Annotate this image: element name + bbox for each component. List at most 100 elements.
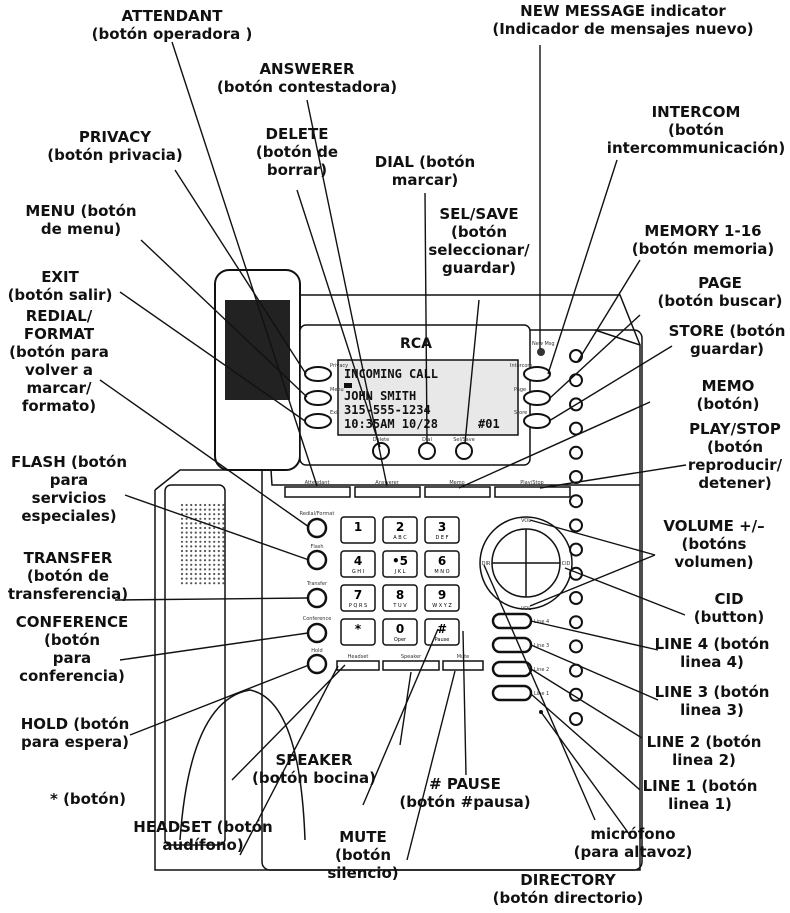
callout-hold-desc: para espera)	[21, 733, 129, 751]
grille-dot	[190, 568, 193, 571]
hold-button[interactable]	[306, 653, 328, 675]
keypad-key[interactable]: 9W X Y Z	[424, 584, 460, 612]
new-msg-label: New Msg	[532, 341, 555, 347]
attendant-button[interactable]	[284, 486, 351, 498]
navigation-dial[interactable]	[479, 516, 573, 610]
keypad-key[interactable]: 7P Q R S	[340, 584, 376, 612]
keypad-key[interactable]: 2A B C	[382, 516, 418, 544]
memory-button[interactable]	[569, 445, 583, 460]
keypad-key-frame	[382, 550, 418, 578]
line1-button[interactable]	[491, 684, 533, 702]
memory-button[interactable]	[569, 349, 583, 363]
keypad-key[interactable]: 1	[340, 516, 376, 544]
grille-dot	[203, 517, 207, 520]
grille-dot	[190, 549, 193, 553]
menu-button[interactable]	[304, 390, 332, 406]
grille-dot	[194, 531, 197, 534]
grille-dot	[185, 503, 188, 507]
keypad-key-frame	[340, 550, 376, 578]
keypad-key[interactable]: 8T U V	[382, 584, 418, 612]
memory-button[interactable]	[569, 615, 583, 630]
grille-dot	[199, 536, 202, 539]
keypad-key[interactable]: *	[340, 618, 376, 646]
grille-dot	[180, 536, 184, 539]
sel-save-button[interactable]	[455, 442, 473, 460]
keypad-digit: 9	[438, 588, 446, 602]
memory-button[interactable]	[569, 494, 583, 509]
grille-dot	[203, 577, 207, 580]
line3-button[interactable]	[491, 636, 533, 654]
keypad-key[interactable]: #Pause	[424, 618, 460, 646]
memory-button[interactable]	[569, 712, 583, 726]
grille-dot	[213, 503, 216, 507]
keypad-key[interactable]: 6M N O	[424, 550, 460, 578]
store-button[interactable]	[523, 413, 551, 429]
memory-button[interactable]	[569, 518, 583, 533]
grille-dot	[185, 582, 188, 585]
grille-dot	[222, 503, 225, 507]
memory-buttons	[569, 349, 583, 726]
grille-dot	[213, 572, 216, 576]
intercom-button[interactable]	[523, 366, 551, 382]
line2-button[interactable]	[491, 660, 533, 678]
keypad-key-frame	[382, 618, 418, 646]
grille-dot	[213, 513, 216, 516]
grille-dot	[213, 526, 216, 530]
transfer-button[interactable]	[306, 587, 328, 609]
lcd-indicator	[344, 383, 352, 388]
callout-lines	[99, 41, 687, 861]
grille-dot	[194, 577, 197, 580]
exit-button[interactable]	[304, 413, 332, 429]
answerer-button[interactable]	[354, 486, 421, 498]
headset-button[interactable]	[336, 660, 380, 671]
keypad-key[interactable]: 3D E F	[424, 516, 460, 544]
grille-dot	[194, 559, 197, 562]
speaker-button[interactable]	[382, 660, 440, 671]
memory-button[interactable]	[569, 542, 583, 557]
callout-speaker-desc: (botón bocina)	[251, 769, 377, 787]
grille-dot	[217, 568, 220, 571]
callout-new-message-desc: (Indicador de mensajes nuevo)	[492, 20, 754, 38]
grille-dot	[213, 568, 216, 571]
memory-button[interactable]	[569, 687, 583, 702]
grille-dot	[203, 508, 207, 511]
line1-label: Line 1	[534, 691, 549, 697]
redial-format-button[interactable]	[306, 517, 328, 539]
memory-button[interactable]	[569, 591, 583, 605]
memory-button[interactable]	[569, 639, 583, 654]
menu-label: Menu	[330, 387, 344, 393]
grille-dot	[222, 577, 225, 580]
callout-dial-title: DIAL (botón	[374, 153, 476, 171]
grille-dot	[180, 522, 184, 525]
delete-label: Delete	[373, 437, 389, 443]
privacy-button[interactable]	[304, 366, 332, 382]
memo-button[interactable]	[424, 486, 491, 498]
keypad-key-frame	[382, 516, 418, 544]
keypad-key[interactable]: •5J K L	[382, 550, 418, 578]
callout-new-message: NEW MESSAGE indicator (Indicador de mens…	[492, 2, 753, 38]
callout-store: STORE (botón guardar)	[669, 322, 786, 358]
callout-transfer-title: TRANSFER	[23, 549, 113, 567]
keypad-key[interactable]: 4G H I	[340, 550, 376, 578]
grille-dot	[208, 577, 211, 580]
grille-dot	[185, 522, 188, 525]
callout-redial-desc-3: marcar/	[26, 379, 92, 397]
grille-dot	[185, 568, 188, 571]
grille-dot	[213, 559, 216, 562]
conference-button[interactable]	[306, 622, 328, 644]
dial-button[interactable]	[418, 442, 436, 460]
flash-button[interactable]	[306, 549, 328, 571]
grille-dot	[185, 549, 188, 553]
handset[interactable]	[214, 269, 301, 471]
grille-dot	[203, 503, 207, 507]
vol-up-label: VOL	[521, 518, 531, 524]
line4-button[interactable]	[491, 612, 533, 630]
keypad-letters: P Q R S	[349, 603, 367, 609]
page-button[interactable]	[523, 390, 551, 406]
memory-button[interactable]	[569, 373, 583, 388]
callout-intercom-desc-1: (botón	[667, 121, 725, 139]
play-stop-button[interactable]	[494, 486, 571, 498]
callout-star-title: * (botón)	[50, 790, 126, 808]
